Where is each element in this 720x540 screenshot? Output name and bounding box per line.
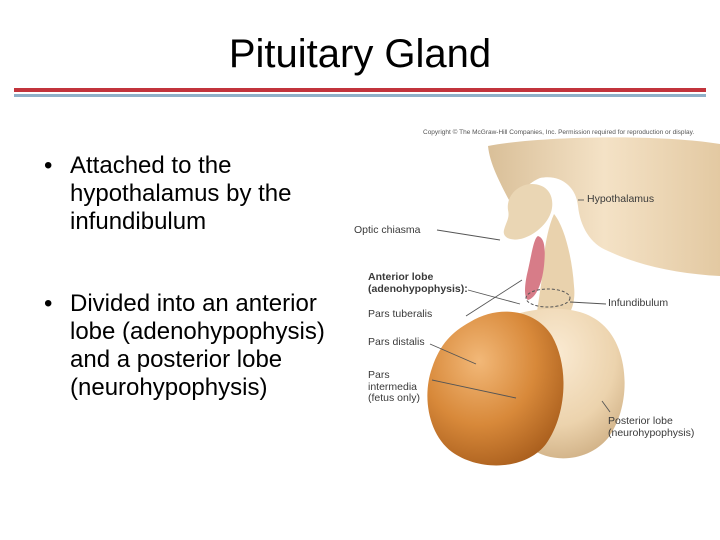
hypothalamus-shape [488, 137, 720, 276]
bullet-item: • Attached to the hypothalamus by the in… [40, 152, 340, 236]
infundibulum-marker [525, 288, 571, 308]
copyright-notice: Copyright © The McGraw-Hill Companies, I… [423, 129, 695, 136]
label-pars-intermedia-line2: intermedia [368, 380, 418, 393]
bullet-item: • Divided into an anterior lobe (adenohy… [40, 290, 340, 402]
label-infundibulum: Infundibulum [608, 297, 669, 309]
label-posterior-lobe: Posterior lobe (neurohypophysis) [608, 415, 695, 439]
pituitary-diagram: Copyright © The McGraw-Hill Companies, I… [340, 126, 720, 471]
title-divider-red [14, 88, 706, 92]
label-optic-chiasma: Optic chiasma [354, 224, 421, 236]
label-pars-tuberalis: Pars tuberalis [368, 308, 433, 320]
pituitary-illustration [427, 137, 720, 466]
label-anterior-lobe: Anterior lobe (adenohypophysis): [368, 271, 468, 295]
bullet-text: Attached to the hypothalamus by the infu… [70, 152, 292, 235]
bullet-text: Divided into an anterior lobe (adenohypo… [70, 290, 325, 401]
label-pars-distalis: Pars distalis [368, 336, 425, 348]
pars-tuberalis-shape [525, 236, 545, 300]
infundibulum-shape [536, 214, 575, 326]
label-pars-intermedia-line1: Pars [368, 369, 390, 381]
label-posterior-lobe-line2: (neurohypophysis) [608, 426, 695, 439]
bullet-dot: • [44, 290, 53, 317]
anterior-lobe-shape [427, 311, 564, 466]
label-hypothalamus: Hypothalamus [587, 193, 655, 205]
bullet-dot: • [44, 152, 53, 179]
slide-title: Pituitary Gland [228, 32, 492, 76]
label-anterior-lobe-line2: (adenohypophysis): [368, 282, 468, 295]
leader-lines [429, 199, 611, 413]
label-anterior-lobe-line1: Anterior lobe [368, 271, 434, 283]
optic-chiasma-shape [503, 184, 553, 240]
label-pars-intermedia-line3: (fetus only) [368, 392, 420, 404]
bullet-list: • Attached to the hypothalamus by the in… [40, 152, 340, 456]
label-posterior-lobe-line1: Posterior lobe [608, 415, 673, 427]
label-pars-intermedia: Pars intermedia (fetus only) [368, 369, 420, 405]
title-divider-blue [14, 94, 706, 97]
